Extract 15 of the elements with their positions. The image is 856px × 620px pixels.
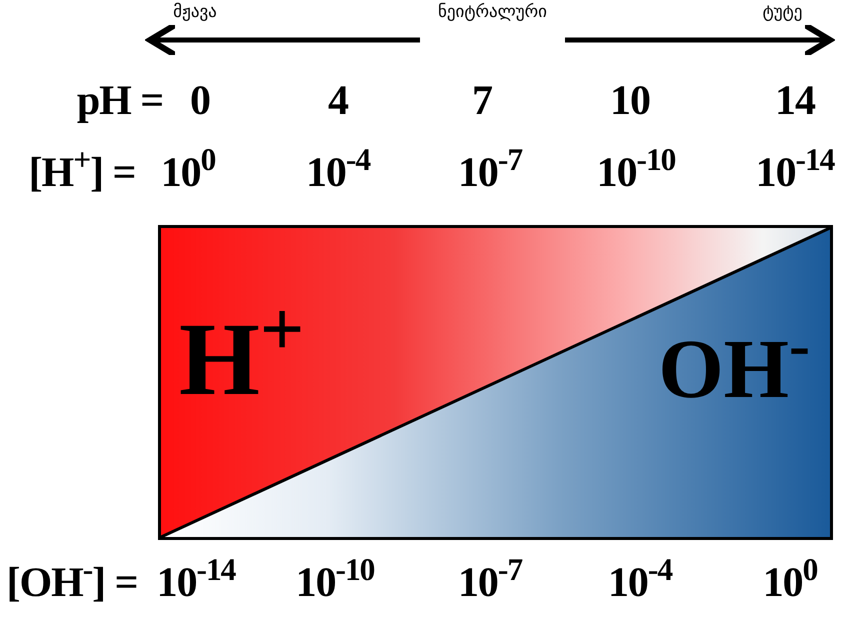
arrow bbox=[147, 22, 420, 58]
scale-value: [OH$^{-}$] = bbox=[6, 562, 138, 604]
ion-label: OH$^{-}$ bbox=[658, 328, 810, 412]
scale-value: 10 bbox=[610, 80, 650, 122]
scale-label: ნეიტრალური bbox=[438, 4, 547, 21]
scale-value: pH = bbox=[76, 80, 164, 122]
scale-value: 4 bbox=[328, 80, 348, 122]
scale-value: 7 bbox=[472, 80, 492, 122]
ion-label: H$^{+}$ bbox=[179, 308, 304, 412]
scale-label: მჟავა bbox=[173, 4, 217, 21]
scale-value: 0 bbox=[190, 80, 210, 122]
scale-value: 14 bbox=[775, 80, 815, 122]
scale-label: ტუტე bbox=[762, 4, 802, 21]
arrow bbox=[565, 22, 833, 58]
scale-value: [H$^{+}$] = bbox=[28, 152, 136, 194]
